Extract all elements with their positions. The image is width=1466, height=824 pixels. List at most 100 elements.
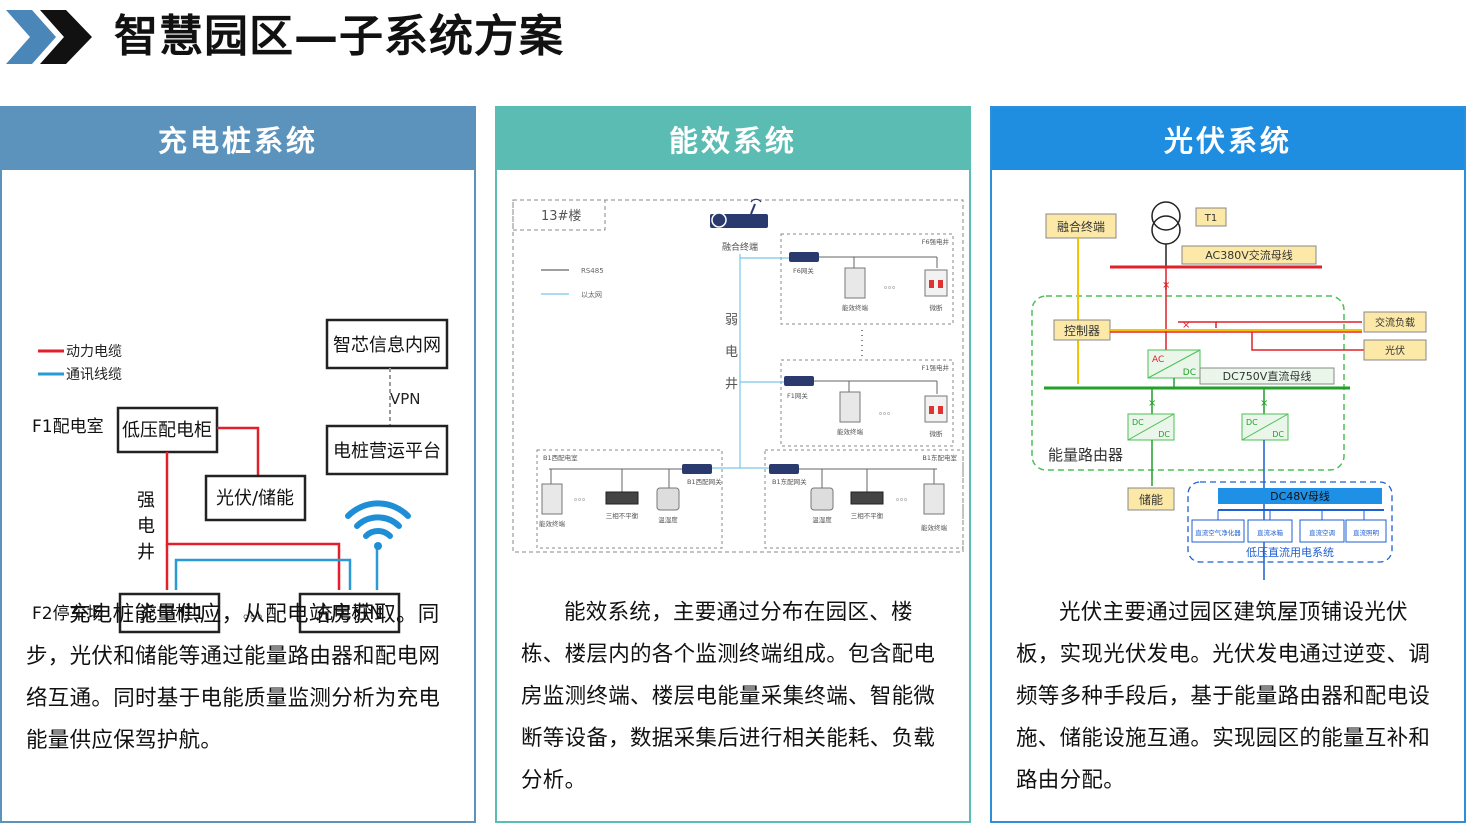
b1-east-room-box (764, 449, 964, 549)
f6-breaker-icon (924, 269, 948, 297)
legend-rs485-label: RS485 (581, 267, 604, 275)
svg-text:×: × (1260, 398, 1268, 409)
transformer-label-box (1195, 207, 1227, 227)
fusion-terminal-label: 融合终端 (1057, 219, 1105, 234)
b1-east-gateway-label: B1东配网关 (772, 477, 807, 486)
load-ac-label: 直流空调 (1309, 528, 1335, 537)
platform-box (325, 424, 449, 476)
panel-header: 光伏系统 (992, 108, 1464, 170)
load-fridge-box (1247, 519, 1293, 543)
svg-text:×: × (1162, 280, 1170, 291)
f6-gateway-label: F6网关 (793, 266, 814, 275)
weak-shaft-char-2: 电 (725, 345, 738, 360)
b1-west-room-label: B1西配电室 (543, 453, 578, 462)
panel-header: 能效系统 (497, 108, 969, 170)
pv-power-line (217, 426, 260, 476)
dc48-bus-box (1218, 488, 1382, 504)
f1-gateway-label: F1网关 (787, 391, 808, 400)
panel-charging-system: 充电桩系统 动力电缆 通讯线缆 智芯信息内网 VPN 电桩营运平台 F1配电室 … (0, 106, 476, 823)
panel-pv-system: 光伏系统 融合终端 T1 AC380V交流母线 × 控制器 × (990, 106, 1466, 823)
charger1-box (118, 592, 221, 634)
b1-west-room-box (536, 449, 723, 549)
pv-diagram: 融合终端 T1 AC380V交流母线 × 控制器 × 交流负载 光伏 (1031, 201, 1427, 580)
b1-west-three-phase-icon (605, 491, 639, 505)
b1-west-three-phase-label: 三相不平衡 (606, 511, 639, 520)
svg-text:×: × (1148, 398, 1156, 409)
building-border (512, 199, 964, 553)
fusion-terminal-label: 融合终端 (722, 241, 758, 253)
b1-east-temp-label: 温湿度 (812, 515, 832, 524)
vpn-label: VPN (390, 390, 421, 408)
dc-dc-2-in-label: DC (1246, 418, 1258, 427)
ac-bus-label-box (1181, 245, 1317, 265)
converter-dc-label: DC (1183, 368, 1196, 378)
page-title: 智慧园区—子系统方案 (114, 11, 564, 62)
f1-dots: 。。。 (879, 407, 895, 416)
dc-dc-1-out-label: DC (1158, 430, 1170, 439)
pv-box (1363, 339, 1427, 361)
load-lighting-box (1345, 519, 1387, 543)
lv-dc-system-label: 低压直流用电系统 (1246, 545, 1334, 559)
f1-breaker-icon (924, 395, 948, 423)
panel-description: 能效系统，主要通过分布在园区、楼栋、楼层内的各个监测终端组成。包含配电房监测终端… (521, 600, 936, 793)
panel-energy-efficiency-system: 能效系统 13#楼 RS485 以太网 融合终端 弱 电 井 F6强电井 F6网… (495, 106, 971, 823)
pv-storage-box (204, 474, 307, 522)
load-lighting-label: 直流照明 (1353, 528, 1380, 537)
f1-gateway-icon (784, 376, 814, 386)
load-air-purifier-label: 直流空气净化器 (1195, 528, 1241, 537)
dc-dc-2-out-label: DC (1272, 430, 1284, 439)
energy-router-label: 能量路由器 (1048, 446, 1123, 464)
chargerN-label: 充电桩N (315, 603, 382, 624)
f6-breaker-label: 微断 (930, 303, 944, 312)
f1-room-label: F1配电室 (32, 417, 104, 437)
f6-gateway-icon (789, 252, 819, 262)
wifi-icon (345, 500, 411, 550)
charging-diagram: 动力电缆 通讯线缆 智芯信息内网 VPN 电桩营运平台 F1配电室 低压配电柜 … (32, 318, 449, 590)
charger-comm-line (174, 558, 352, 590)
panel-header: 充电桩系统 (2, 108, 474, 170)
b1-east-temp-icon (810, 487, 834, 511)
b1-west-temp-label: 温湿度 (658, 515, 678, 524)
b1-west-dots: 。。。 (574, 493, 590, 502)
b1-east-meter-icon (923, 483, 945, 515)
lv-dc-system-region (1187, 481, 1393, 563)
platform-label: 电桩营运平台 (333, 441, 441, 462)
storage-box (1127, 487, 1175, 511)
shaft-char-2: 电 (137, 516, 155, 537)
intranet-box (325, 318, 449, 370)
legend-comm-label: 通讯线缆 (66, 367, 122, 383)
b1-east-dots: 。。。 (896, 493, 912, 502)
storage-label: 储能 (1139, 492, 1163, 507)
building-label: 13#楼 (541, 209, 581, 224)
transformer-label: T1 (1204, 213, 1217, 224)
lv-cabinet-label: 低压配电柜 (122, 420, 212, 441)
f6-room-label: F6强电井 (922, 237, 950, 246)
load-ac-box (1299, 519, 1345, 543)
f1-meter-icon (839, 391, 861, 423)
dc-dc-1-in-label: DC (1132, 418, 1144, 427)
b1-west-temp-icon (656, 487, 680, 511)
dc48-bus-label: DC48V母线 (1270, 489, 1330, 503)
b1-east-terminal-label: 能效终端 (921, 523, 948, 532)
ellipsis: 。。。 (243, 606, 271, 622)
f2-parking-label: F2停车场 (32, 604, 104, 624)
shaft-char-3: 井 (137, 542, 155, 563)
ac-bus-label: AC380V交流母线 (1205, 248, 1293, 262)
intranet-label: 智芯信息内网 (333, 335, 441, 356)
chargerN-box (298, 592, 401, 634)
shaft-char-1: 强 (137, 490, 155, 511)
legend-power-label: 动力电缆 (66, 344, 122, 360)
transformer-icon (1151, 201, 1181, 245)
panel-description: 充电桩能量供应，从配电站房获取。同步，光伏和储能等通过能量路由器和配电网络互通。… (26, 602, 441, 753)
building-tag-box (512, 199, 606, 231)
f6-meter-icon (844, 267, 866, 299)
load-air-purifier-box (1191, 519, 1245, 543)
charger-power-line (165, 452, 341, 590)
legend-ethernet-label: 以太网 (581, 290, 602, 299)
b1-west-gateway-icon (682, 464, 712, 474)
b1-east-gateway-icon (769, 464, 799, 474)
f1-room-box (780, 359, 954, 447)
lv-cabinet-box (116, 406, 219, 454)
f6-dots: 。。。 (884, 281, 900, 290)
energy-diagram: 13#楼 RS485 以太网 融合终端 弱 电 井 F6强电井 F6网关 能效终… (512, 198, 964, 553)
